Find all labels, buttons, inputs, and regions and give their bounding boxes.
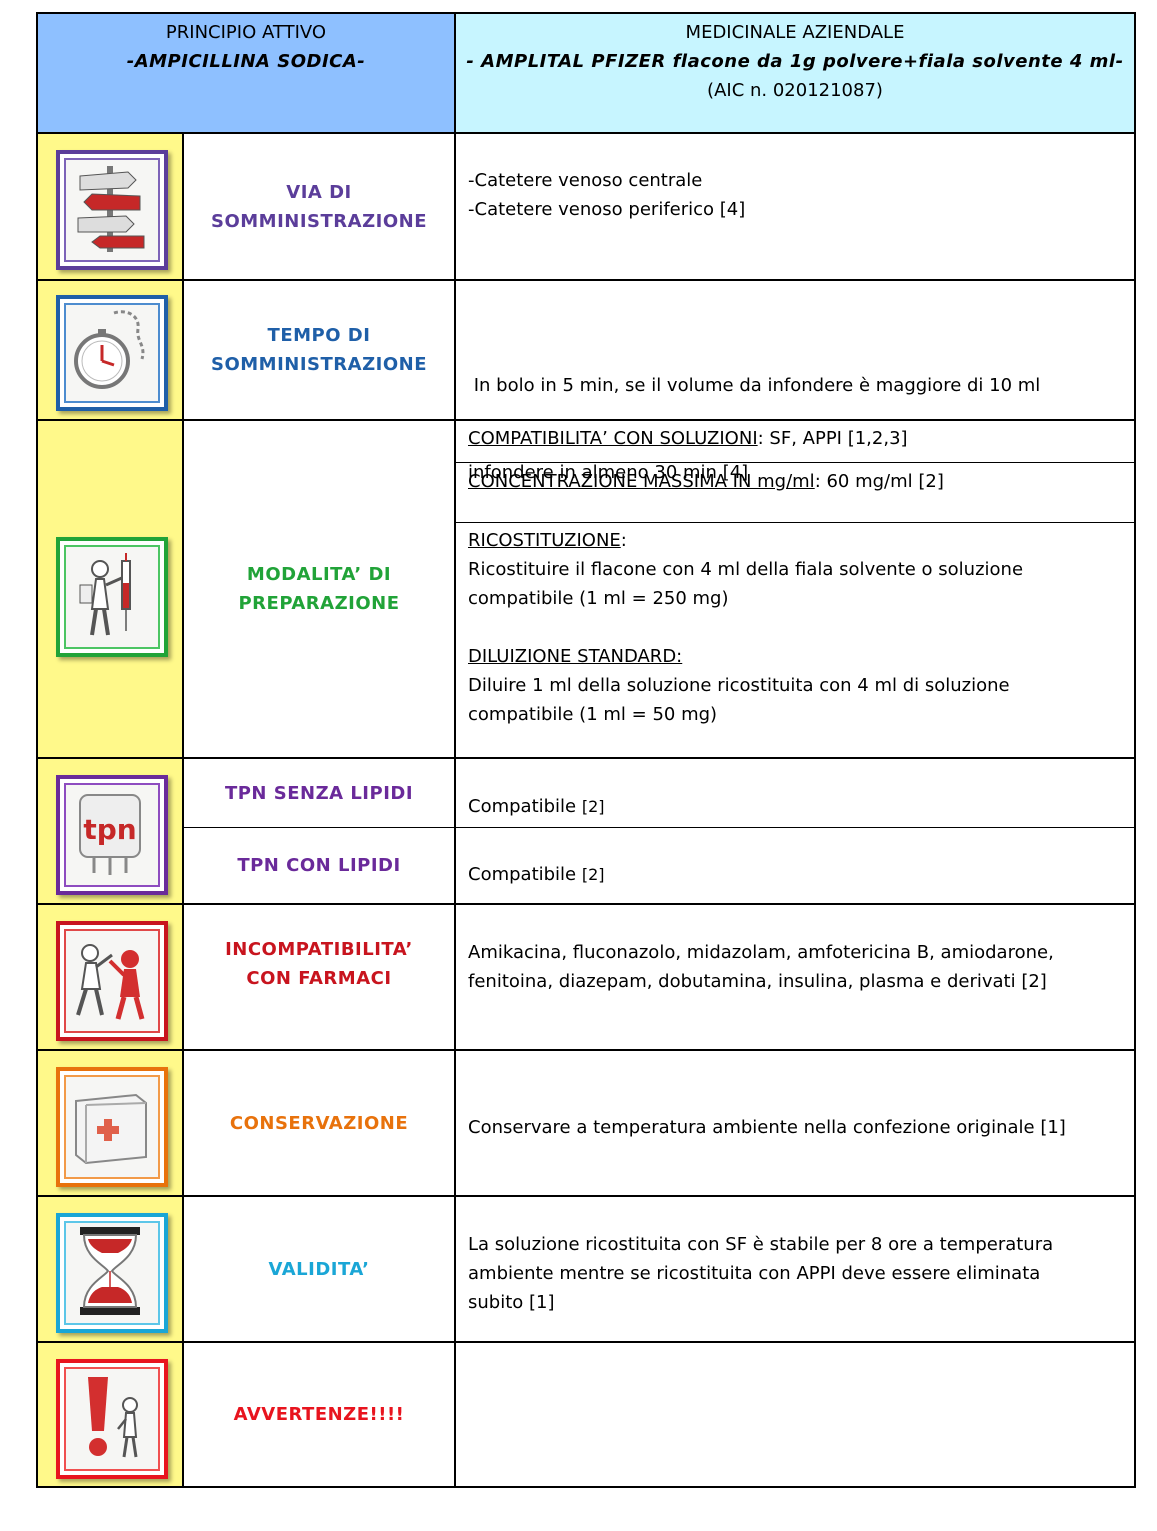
incompat-line1: Amikacina, fluconazolo, midazolam, amfot… bbox=[468, 942, 1054, 963]
pocket-watch-icon bbox=[56, 295, 168, 411]
grid-vline-main bbox=[454, 14, 456, 1486]
grid-hline-4a bbox=[184, 827, 1134, 828]
incompat-label-line2: CON FARMACI bbox=[246, 968, 392, 989]
ricost-line1: Ricostituire il flacone con 4 ml della f… bbox=[468, 559, 1024, 580]
header-right-title: MEDICINALE AZIENDALE bbox=[685, 22, 905, 43]
validita-icon-cell bbox=[38, 1197, 182, 1341]
via-content: -Catetere venoso centrale -Catetere veno… bbox=[456, 166, 1134, 224]
tpn-no-lipids-ref: [2] bbox=[581, 797, 605, 816]
figure-with-syringe-icon bbox=[56, 537, 168, 657]
via-label-line1: VIA DI bbox=[286, 181, 352, 203]
tpn-lipids-text: Compatibile bbox=[468, 864, 577, 885]
signpost-icon bbox=[56, 150, 168, 270]
header-left-title: PRINCIPIO ATTIVO bbox=[165, 22, 327, 43]
via-icon-cell bbox=[38, 134, 182, 279]
header-left-drug: -AMPICILLINA SODICA- bbox=[126, 51, 366, 72]
medicine-cabinet-icon bbox=[56, 1067, 168, 1187]
tempo-content: In bolo in 5 min, se il volume da infond… bbox=[456, 313, 1134, 545]
incompat-label: INCOMPATIBILITA’ CON FARMACI bbox=[184, 905, 454, 1049]
modalita-icon-cell bbox=[38, 421, 182, 757]
grid-hline-1 bbox=[38, 132, 1134, 134]
header-right-aic: (AIC n. 020121087) bbox=[707, 80, 883, 101]
compat-title: COMPATIBILITA’ CON SOLUZIONI bbox=[468, 428, 758, 449]
conc-value: : 60 mg/ml [2] bbox=[814, 471, 944, 492]
tpn-lipids-ref: [2] bbox=[581, 865, 605, 884]
grid-hline-3b bbox=[456, 522, 1134, 523]
avvertenze-icon-cell bbox=[38, 1343, 182, 1486]
tempo-icon-cell bbox=[38, 281, 182, 419]
modalita-label-line2: PREPARAZIONE bbox=[238, 593, 400, 614]
header-active-ingredient: PRINCIPIO ATTIVO -AMPICILLINA SODICA- bbox=[38, 14, 454, 132]
grid-hline-6 bbox=[38, 1049, 1134, 1051]
via-line2: -Catetere venoso periferico [4] bbox=[468, 199, 746, 220]
via-line1: -Catetere venoso centrale bbox=[468, 170, 703, 191]
incompat-icon-cell bbox=[38, 905, 182, 1049]
incompat-label-line1: INCOMPATIBILITA’ bbox=[225, 939, 413, 960]
incompat-line2: fenitoina, diazepam, dobutamina, insulin… bbox=[468, 971, 1047, 992]
max-concentration: CONCENTRAZIONE MASSIMA IN mg/ml: 60 mg/m… bbox=[456, 467, 1134, 496]
dil-line2: compatibile (1 ml = 50 mg) bbox=[468, 704, 718, 725]
avvertenze-content bbox=[456, 1343, 1134, 1486]
tpn-no-lipids-label: TPN SENZA LIPIDI bbox=[224, 782, 414, 804]
tempo-line2: infondere in almeno 30 min [4] bbox=[468, 462, 749, 483]
reconstitution: RICOSTITUZIONE: Ricostituire il flacone … bbox=[456, 526, 1134, 729]
tpn-bag-icon: tpn bbox=[56, 775, 168, 895]
grid-hline-8 bbox=[38, 1341, 1134, 1343]
modalita-label-line1: MODALITA’ DI bbox=[246, 564, 392, 585]
ricost-line2: compatibile (1 ml = 250 mg) bbox=[468, 588, 729, 609]
avvertenze-label: AVVERTENZE!!!! bbox=[233, 1404, 405, 1425]
tpn-no-lipids-value: Compatibile [2] bbox=[456, 792, 1134, 821]
tpn-lipids-value: Compatibile [2] bbox=[456, 860, 1134, 889]
grid-hline-7 bbox=[38, 1195, 1134, 1197]
conservazione-line1: Conservare a temperatura ambiente nella … bbox=[468, 1117, 1066, 1138]
validita-label: VALIDITA’ bbox=[268, 1258, 370, 1280]
tempo-label: TEMPO DI SOMMINISTRAZIONE bbox=[184, 281, 454, 419]
compat-solutions: COMPATIBILITA’ CON SOLUZIONI: SF, APPI [… bbox=[456, 424, 1134, 453]
ricost-title: RICOSTITUZIONE bbox=[468, 530, 621, 551]
conservazione-icon-cell bbox=[38, 1051, 182, 1195]
validita-line1: La soluzione ricostituita con SF è stabi… bbox=[468, 1234, 1054, 1255]
header-right-product: - AMPLITAL PFIZER flacone da 1g polvere+… bbox=[466, 51, 1124, 72]
tempo-line1: In bolo in 5 min, se il volume da infond… bbox=[468, 375, 1041, 396]
grid-hline-3 bbox=[38, 419, 1134, 421]
modalita-label: MODALITA’ DI PREPARAZIONE bbox=[184, 421, 454, 757]
incompat-content: Amikacina, fluconazolo, midazolam, amfot… bbox=[456, 938, 1134, 996]
grid-hline-3a bbox=[456, 462, 1134, 463]
validita-line3: subito [1] bbox=[468, 1292, 555, 1313]
validita-content: La soluzione ricostituita con SF è stabi… bbox=[456, 1230, 1134, 1317]
via-label-line2: SOMMINISTRAZIONE bbox=[211, 210, 427, 232]
tempo-label-line2: SOMMINISTRAZIONE bbox=[211, 354, 427, 375]
header-company-medicine: MEDICINALE AZIENDALE - AMPLITAL PFIZER f… bbox=[456, 14, 1134, 132]
two-figures-conflict-icon bbox=[56, 921, 168, 1041]
validita-line2: ambiente mentre se ricostituita con APPI… bbox=[468, 1263, 1041, 1284]
grid-hline-2 bbox=[38, 279, 1134, 281]
exclamation-figure-icon bbox=[56, 1359, 168, 1479]
grid-vline-icon bbox=[182, 132, 184, 1486]
compat-value: : SF, APPI [1,2,3] bbox=[757, 428, 908, 449]
tempo-label-line1: TEMPO DI bbox=[267, 325, 371, 346]
grid-hline-5 bbox=[38, 903, 1134, 905]
conc-title: CONCENTRAZIONE MASSIMA IN mg/ml bbox=[468, 471, 815, 492]
ricost-colon: : bbox=[620, 530, 627, 551]
dil-line1: Diluire 1 ml della soluzione ricostituit… bbox=[468, 675, 1010, 696]
tpn-icon-text: tpn bbox=[83, 813, 136, 846]
tpn-icon-cell: tpn bbox=[38, 759, 182, 903]
conservazione-content: Conservare a temperatura ambiente nella … bbox=[456, 1113, 1134, 1142]
conservazione-label: CONSERVAZIONE bbox=[229, 1112, 409, 1134]
tpn-no-lipids-text: Compatibile bbox=[468, 796, 577, 817]
drug-sheet-table: PRINCIPIO ATTIVO -AMPICILLINA SODICA- ME… bbox=[36, 12, 1136, 1488]
hourglass-icon bbox=[56, 1213, 168, 1333]
dil-title: DILUIZIONE STANDARD: bbox=[468, 646, 683, 667]
grid-hline-4 bbox=[38, 757, 1134, 759]
via-label: VIA DI SOMMINISTRAZIONE bbox=[184, 134, 454, 279]
tpn-lipids-label: TPN CON LIPIDI bbox=[237, 855, 401, 876]
